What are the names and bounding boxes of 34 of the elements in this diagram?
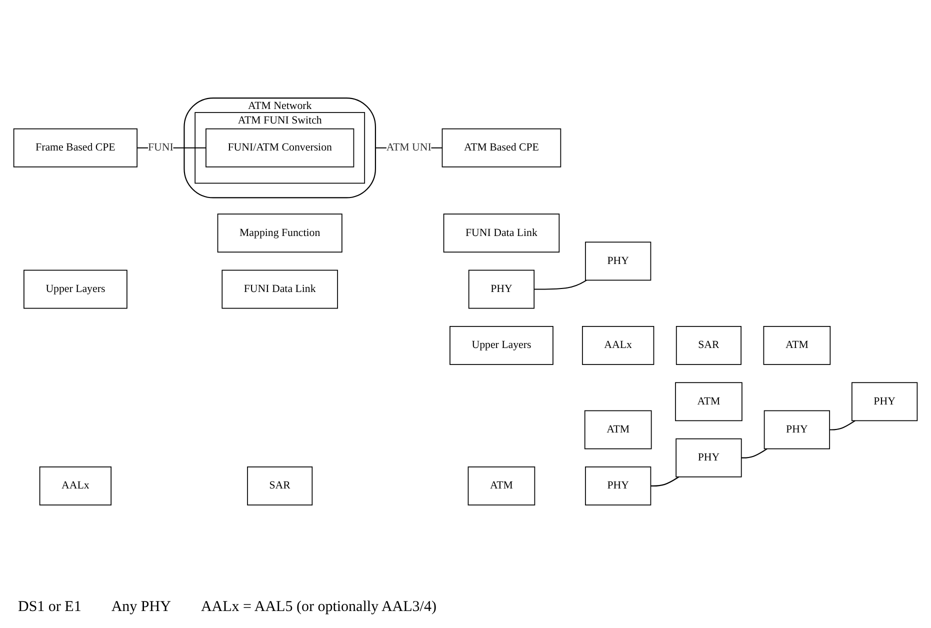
cluster — [184, 97, 376, 198]
node-box — [582, 326, 654, 365]
note-text: DS1 or E1 — [18, 599, 82, 616]
edge-label: FUNI — [148, 142, 174, 154]
cluster — [194, 112, 366, 184]
node-box — [222, 270, 338, 309]
node-box — [852, 382, 918, 422]
connector — [650, 476, 680, 486]
node-box — [585, 242, 652, 281]
connector — [534, 280, 587, 290]
node-box — [13, 128, 138, 168]
node-box — [450, 326, 554, 365]
node-box — [585, 466, 652, 506]
node-box — [584, 410, 652, 450]
note-text: AALx = AAL5 (or optionally AAL3/4) — [200, 599, 436, 616]
node-box — [763, 326, 831, 365]
node-box — [676, 326, 742, 365]
node-box — [676, 438, 742, 478]
connector — [741, 448, 768, 458]
note-text: Any PHY — [111, 599, 171, 616]
node-box — [442, 128, 562, 168]
node-box — [217, 214, 342, 253]
node-box — [24, 270, 128, 309]
network-diagram: ATM Network ATM FUNI Switch Frame Based CPE FUNI FUNI/ATM Conversion ATM UNI ATM Based CPE Mapping Function FUNI Data Link PHY Upper Layers FUNI Data Link PHY Upper Layers AALx SAR ATM ATM PHY ATM PHY PHY AALx SAR ATM PHY — [8, 8, 923, 595]
edge-label: ATM UNI — [386, 142, 432, 154]
connector — [830, 420, 856, 430]
node-box — [468, 466, 536, 506]
node-box — [206, 128, 354, 168]
node-box — [443, 214, 560, 253]
node-box — [675, 382, 742, 422]
node-box — [39, 466, 112, 506]
node-box — [468, 270, 535, 309]
node-box — [247, 466, 313, 506]
node-box — [764, 410, 830, 450]
